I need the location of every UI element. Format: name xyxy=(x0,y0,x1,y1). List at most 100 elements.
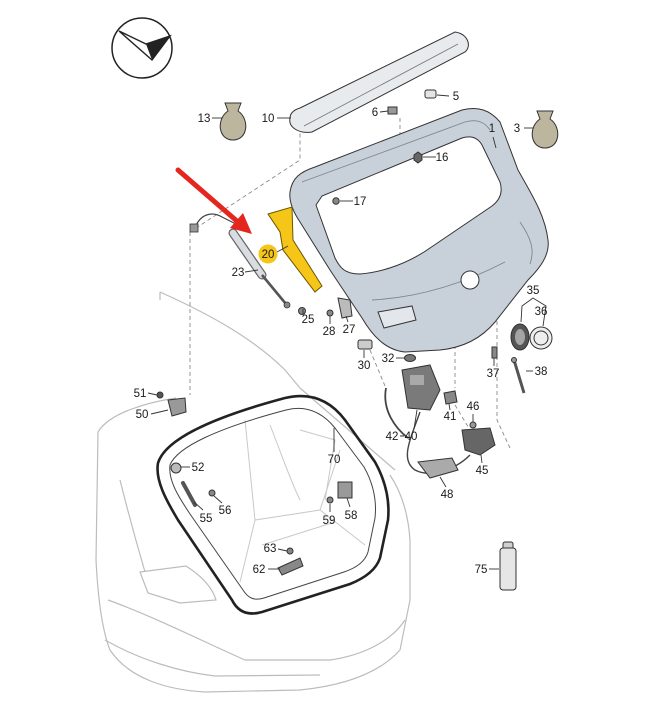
leader-58 xyxy=(346,497,351,508)
callout-13: 13 xyxy=(198,113,211,125)
callout-51: 51 xyxy=(134,388,147,400)
clip-46 xyxy=(469,421,477,429)
callout-38: 38 xyxy=(535,366,548,378)
nut-16 xyxy=(413,151,423,164)
tailgate-window-opening xyxy=(315,136,502,275)
callout-52: 52 xyxy=(192,462,205,474)
trunk-floor-right xyxy=(319,509,366,546)
highlighted-trim-piece xyxy=(267,206,323,293)
roof-edge-line xyxy=(159,292,396,471)
tailgate-panel xyxy=(289,108,549,353)
bumper-lower-line xyxy=(104,639,321,677)
bracket-50 xyxy=(167,397,187,417)
callout-labels: 13 10 6 5 1 3 16 17 20 23 35 25 28 27 36… xyxy=(134,91,548,576)
bushing-30 xyxy=(357,339,373,350)
callout-20-highlight xyxy=(258,244,278,264)
callout-55: 55 xyxy=(200,513,213,525)
leader-5 xyxy=(436,94,450,97)
screw-56 xyxy=(208,489,216,497)
callout-27: 27 xyxy=(343,324,356,336)
screw-63 xyxy=(286,547,294,555)
callout-40: 40 xyxy=(405,431,418,443)
seal-inner xyxy=(169,407,376,600)
spoiler-blade xyxy=(289,31,469,133)
callout-70: 70 xyxy=(328,454,341,466)
latch-45 xyxy=(461,427,496,456)
compass-arrow-head xyxy=(146,36,170,60)
tailgate-lower-crease xyxy=(371,261,506,301)
callout-32: 32 xyxy=(382,353,395,365)
emblem-36 xyxy=(529,326,553,350)
trunk-floor-line xyxy=(261,521,336,546)
emblem-hole xyxy=(460,270,480,290)
cable-42 xyxy=(384,387,409,439)
leader-50 xyxy=(150,409,169,415)
character-line xyxy=(107,599,406,661)
emblem-36-inner xyxy=(533,330,549,346)
can-75-body xyxy=(499,547,517,591)
red-arrow-icon xyxy=(175,167,252,234)
callout-63: 63 xyxy=(264,543,277,555)
callout-23: 23 xyxy=(232,267,245,279)
strut-rod xyxy=(260,274,288,305)
guide-line-strut xyxy=(189,128,301,233)
guide-line-latch xyxy=(454,404,471,431)
tailgate-top-ridge xyxy=(301,120,491,183)
tailgate-right-contour xyxy=(519,221,533,265)
leader-35 xyxy=(520,297,547,327)
small-hardware xyxy=(298,89,553,394)
callout-10: 10 xyxy=(262,113,275,125)
lock-40-detail xyxy=(410,375,424,385)
body-side-line xyxy=(95,431,206,693)
strut-cylinder xyxy=(229,229,266,279)
callout-3: 3 xyxy=(514,123,520,135)
screw-25 xyxy=(298,307,306,315)
leader-63 xyxy=(277,548,288,552)
rod-38-end xyxy=(511,357,517,363)
cap-5 xyxy=(424,89,437,99)
screw-59 xyxy=(326,496,334,504)
callout-6: 6 xyxy=(372,107,378,119)
nut-32 xyxy=(404,354,416,362)
leader-42-40 xyxy=(400,409,418,437)
gas-strut xyxy=(189,213,291,309)
leader-27 xyxy=(345,315,349,323)
leader-6 xyxy=(379,110,389,113)
callout-28: 28 xyxy=(323,326,336,338)
strut-wire-connector xyxy=(189,223,199,233)
leader-lines xyxy=(147,94,547,570)
shoulder-line xyxy=(97,397,177,433)
strut-end-cap xyxy=(283,301,291,309)
callout-58: 58 xyxy=(345,510,358,522)
orientation-compass-icon xyxy=(111,17,173,79)
clip-6 xyxy=(387,106,398,115)
screw-51 xyxy=(156,391,164,399)
hook-62 xyxy=(277,557,304,576)
callout-59: 59 xyxy=(323,515,336,527)
handle-48 xyxy=(417,457,459,479)
callout-45: 45 xyxy=(476,465,489,477)
leader-20 xyxy=(276,245,289,253)
trunk-rear-wall xyxy=(299,429,336,501)
rear-spoiler xyxy=(289,31,469,133)
leader-51 xyxy=(147,392,158,396)
callout-30: 30 xyxy=(358,360,371,372)
lock-assembly xyxy=(384,364,496,479)
rod-38 xyxy=(512,359,526,394)
screw-37 xyxy=(491,346,498,359)
sealant-bag-right xyxy=(531,110,559,149)
seal-outer xyxy=(156,394,390,615)
rear-bumper-line xyxy=(204,474,411,693)
callout-56: 56 xyxy=(219,505,232,517)
callout-17: 17 xyxy=(354,196,367,208)
leader-48 xyxy=(439,476,447,488)
callout-25: 25 xyxy=(302,314,315,326)
sealant-bag-left xyxy=(219,102,247,141)
callout-62: 62 xyxy=(253,564,266,576)
c-pillar-line xyxy=(159,291,301,389)
callout-16: 16 xyxy=(436,152,449,164)
tail-light-left xyxy=(139,565,217,604)
callout-75: 75 xyxy=(475,564,488,576)
trunk-wall-curve xyxy=(269,424,301,501)
